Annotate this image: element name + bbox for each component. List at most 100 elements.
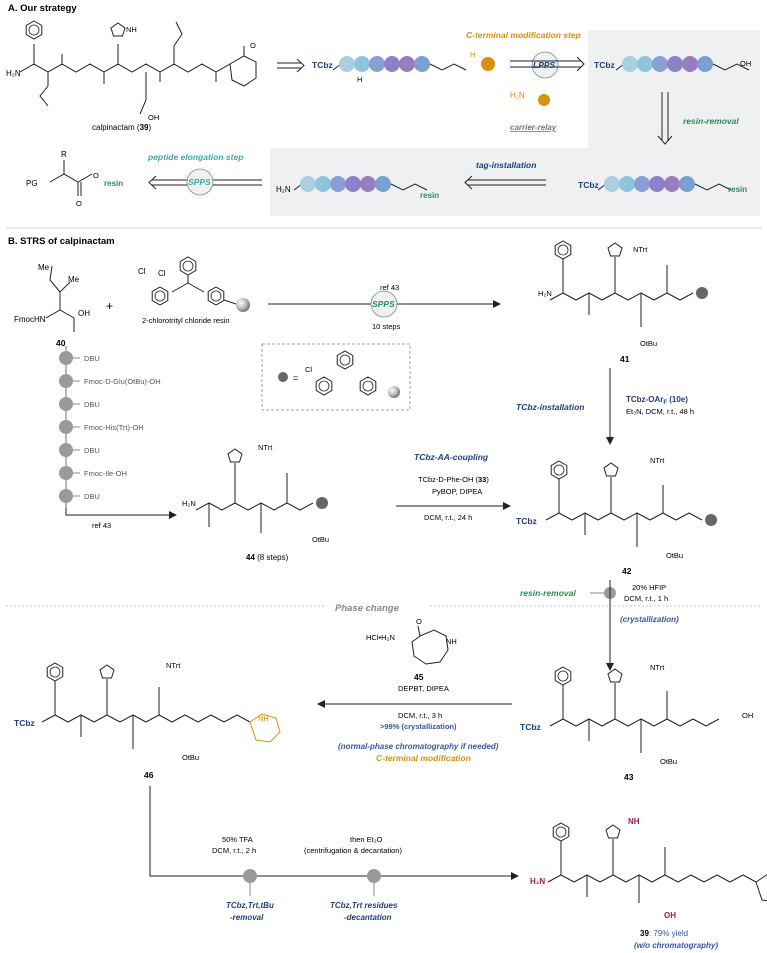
resin-pg: resin [104, 179, 123, 188]
peptide-bead [679, 176, 695, 192]
deprotection-ladder: DBU Fmoc-D-Glu(OtBu)-OH DBU Fmoc-His(Trt)-O… [59, 351, 161, 503]
cmpd39-label: 39: 79% yield [640, 929, 688, 938]
lpps-circle [531, 51, 559, 79]
cmpd44-h2n: H₂N [182, 499, 196, 508]
cmpd42-otbu: OtBu [666, 551, 683, 560]
bead-chain-a2 [615, 56, 750, 72]
peptide-bead [354, 56, 370, 72]
calpinactam-nh: NH [126, 25, 137, 34]
ladder-arrow [65, 508, 177, 519]
peptide-bead [300, 176, 316, 192]
calpinactam-h2n: H₂N [6, 69, 21, 78]
spps-label-a: SPPS [188, 177, 211, 187]
lpps-label: LPPS [533, 60, 556, 70]
removal2b-label: -decantation [344, 913, 392, 922]
peptide-bead [339, 56, 355, 72]
compound-44-structure [195, 448, 328, 533]
cmpd45-nh: NH [446, 637, 457, 646]
ladder-dot [59, 420, 73, 434]
spps-circle-b [370, 290, 398, 318]
cmpd41-h2n: H₂N [538, 289, 552, 298]
tag-installation-label: tag-installation [476, 160, 536, 170]
cmpd39-nh: NH [628, 817, 640, 826]
spps-circle-a [186, 168, 214, 196]
resin-a4: resin [420, 191, 439, 200]
cmpd46-tcbz: TCbz [14, 718, 35, 728]
ladder-dot [59, 397, 73, 411]
ladder-dot [59, 443, 73, 457]
ladder-dot [59, 374, 73, 388]
ladder-step-label: DBU [84, 354, 100, 363]
phe-close: ) [486, 475, 489, 484]
carrier-relay-label: carrier-relay [510, 123, 557, 132]
tfa-label: 50% TFA [222, 835, 253, 844]
peptide-bead [315, 176, 331, 192]
tcbz-oar: TCbz-OArF (10e) [626, 395, 688, 406]
resin-removal-b: resin-removal [520, 588, 576, 598]
ladder-step-label: DBU [84, 446, 100, 455]
ester-o: O [93, 171, 99, 180]
resin-removal-a: resin-removal [683, 116, 739, 126]
retro-arrow-tag [464, 175, 546, 190]
compound-40-structure [45, 265, 75, 332]
cmpd44-label: 44 (8 steps) [246, 553, 289, 562]
bead-chain-a1 [332, 56, 467, 72]
cmpd39-oh: OH [664, 911, 676, 920]
cmpd44-ntrt: NTrt [258, 443, 273, 452]
crystallization-label: (crystallization) [620, 615, 679, 624]
cmpd40-fmochn: FmocHN [14, 315, 46, 324]
cmpd41-otbu: OtBu [640, 339, 657, 348]
cmpd46-ntrt: NTrt [166, 661, 181, 670]
bead-chain-a1-h: H [357, 75, 362, 84]
c-terminal-label-b: C-terminal modification [376, 753, 471, 763]
tcbz-oar-sub: F [663, 400, 667, 406]
ladder-dot [59, 489, 73, 503]
legend-gray-dot [278, 372, 288, 382]
cmpd42-tcbz: TCbz [516, 516, 537, 526]
cmpd43-label: 43 [624, 772, 634, 782]
plus-sign: + [106, 299, 113, 313]
h2n-amine: H₂N [510, 91, 525, 100]
cmpd43-otbu: OtBu [660, 757, 677, 766]
resin-a3: resin [728, 185, 747, 194]
amine-h: H [470, 50, 475, 59]
compound-43-structure [549, 666, 720, 753]
depbt-label: DEPBT, DIPEA [398, 684, 449, 693]
resin-bead-40 [236, 298, 250, 312]
peptide-bead [634, 176, 650, 192]
peptide-bead [649, 176, 665, 192]
centrifuge-label: (centrifugation & decantation) [304, 846, 402, 855]
resin-legend-box [261, 343, 411, 411]
ladder-dot [59, 466, 73, 480]
retro-arrow-down [657, 92, 673, 145]
phe-number: 33 [478, 475, 486, 484]
cmpd43-ntrt: NTrt [650, 663, 665, 672]
amino-acid-resin [49, 160, 93, 196]
removal1b-label: -removal [230, 913, 264, 922]
peptide-bead [414, 56, 430, 72]
calpinactam-close: ) [148, 123, 151, 132]
spps-label-b: SPPS [372, 299, 395, 309]
calpinactam-number: 39 [140, 123, 149, 132]
ladder-step-label: Fmoc-D-Glu(OtBu)-OH [84, 377, 161, 386]
removal2-label: TCbz,Trt residues [330, 901, 398, 910]
hfip-cond: DCM, r.t., 1 h [624, 594, 668, 603]
tag-tcbz-a3: TCbz [578, 180, 599, 190]
cmpd46-nh: NH [258, 714, 269, 723]
legend-equals: = [293, 373, 298, 383]
chain-a2-oh: OH [740, 59, 751, 68]
resin-cl-2: Cl [158, 269, 166, 278]
legend-cl: Cl [305, 365, 312, 374]
ladder-step-label: Fmoc-His(Trt)-OH [84, 423, 144, 432]
tcbz-install-label: TCbz-installation [516, 402, 584, 412]
carbonyl-o: O [76, 199, 82, 208]
ladder-step-label: DBU [84, 400, 100, 409]
decant-dot [367, 869, 381, 883]
calpinactam-name: calpinactam ( [92, 123, 140, 132]
compound-39-structure [547, 822, 767, 903]
calpinactam-oh: OH [148, 113, 159, 122]
peptide-bead [369, 56, 385, 72]
section-a: A. Our strategy H₂N NH OH O c [6, 3, 760, 216]
orange-amine-bead [481, 57, 495, 71]
